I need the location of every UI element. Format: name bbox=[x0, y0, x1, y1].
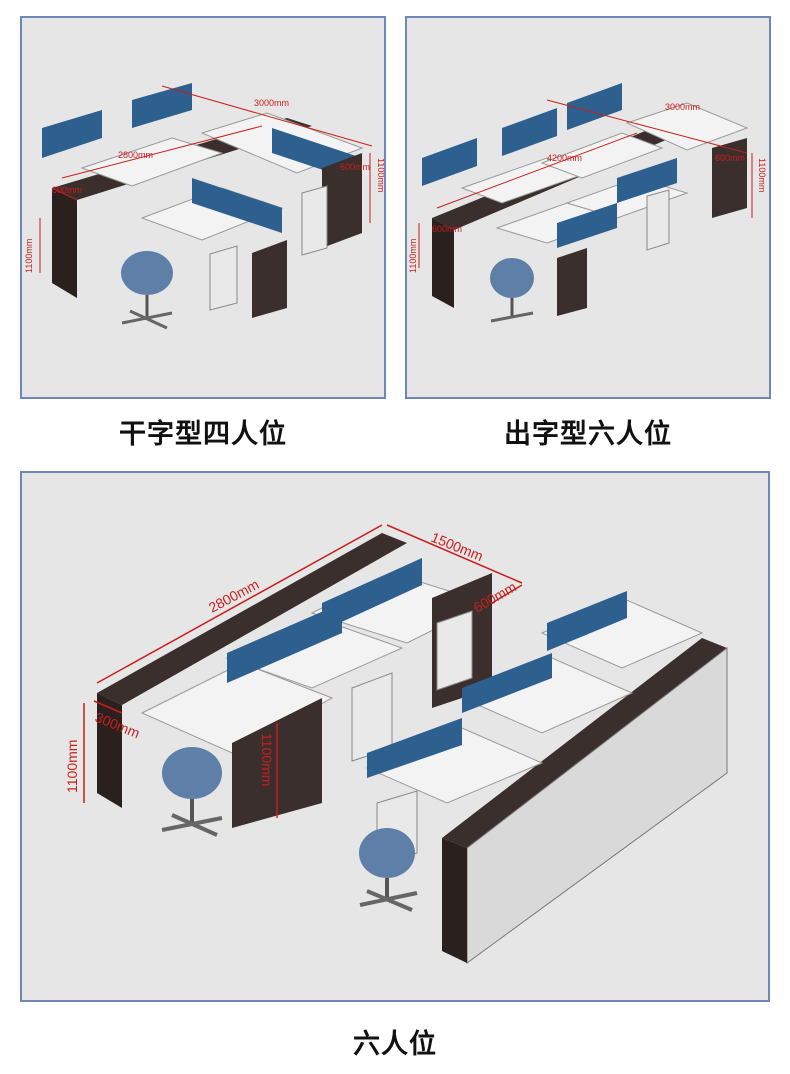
caption-six-person: 六人位 bbox=[353, 1029, 437, 1060]
chu-six-person-workstation-illustration: 3000mm 4200mm 600mm 600mm 1100mm 1100mm bbox=[408, 83, 767, 323]
six-person-workstation-illustration: 2800mm 1500mm 600mm 300mm 1100mm 1100mm bbox=[64, 524, 728, 964]
caption-six-person-chu: 出字型六人位 bbox=[504, 419, 672, 450]
caption-four-person: 干字型四人位 bbox=[119, 419, 287, 450]
four-person-workstation-illustration: 3000mm 2800mm 600mm 600mm 1100mm 1100mm bbox=[24, 83, 384, 330]
image-panel-four-person: 3000mm 2800mm 600mm 600mm 1100mm 1100mm bbox=[20, 16, 386, 399]
dimension-length: 3000mm bbox=[254, 98, 289, 108]
dimension-middle: 2800mm bbox=[118, 150, 153, 160]
image-panel-six-person-chu: 3000mm 4200mm 600mm 600mm 1100mm 1100mm bbox=[405, 16, 771, 399]
dimension-height-left: 1100mm bbox=[408, 239, 418, 273]
dimension-depth-right: 600mm bbox=[340, 162, 370, 172]
dimension-depth-right: 600mm bbox=[715, 153, 745, 163]
dimension-height-left: 1100mm bbox=[64, 740, 80, 793]
dimension-length: 3000mm bbox=[665, 102, 700, 112]
dimension-middle: 4200mm bbox=[547, 153, 582, 163]
dimension-length-top: 1500mm bbox=[429, 529, 485, 564]
dimension-height-right: 1100mm bbox=[259, 733, 275, 786]
dimension-height-right: 1100mm bbox=[757, 158, 767, 192]
dimension-depth-left: 600mm bbox=[52, 185, 82, 195]
image-panel-six-person: 2800mm 1500mm 600mm 300mm 1100mm 1100mm bbox=[20, 471, 770, 1002]
dimension-depth-left: 600mm bbox=[432, 224, 462, 234]
dimension-height-left: 1100mm bbox=[24, 239, 34, 273]
dimension-height-right: 1100mm bbox=[376, 158, 384, 192]
